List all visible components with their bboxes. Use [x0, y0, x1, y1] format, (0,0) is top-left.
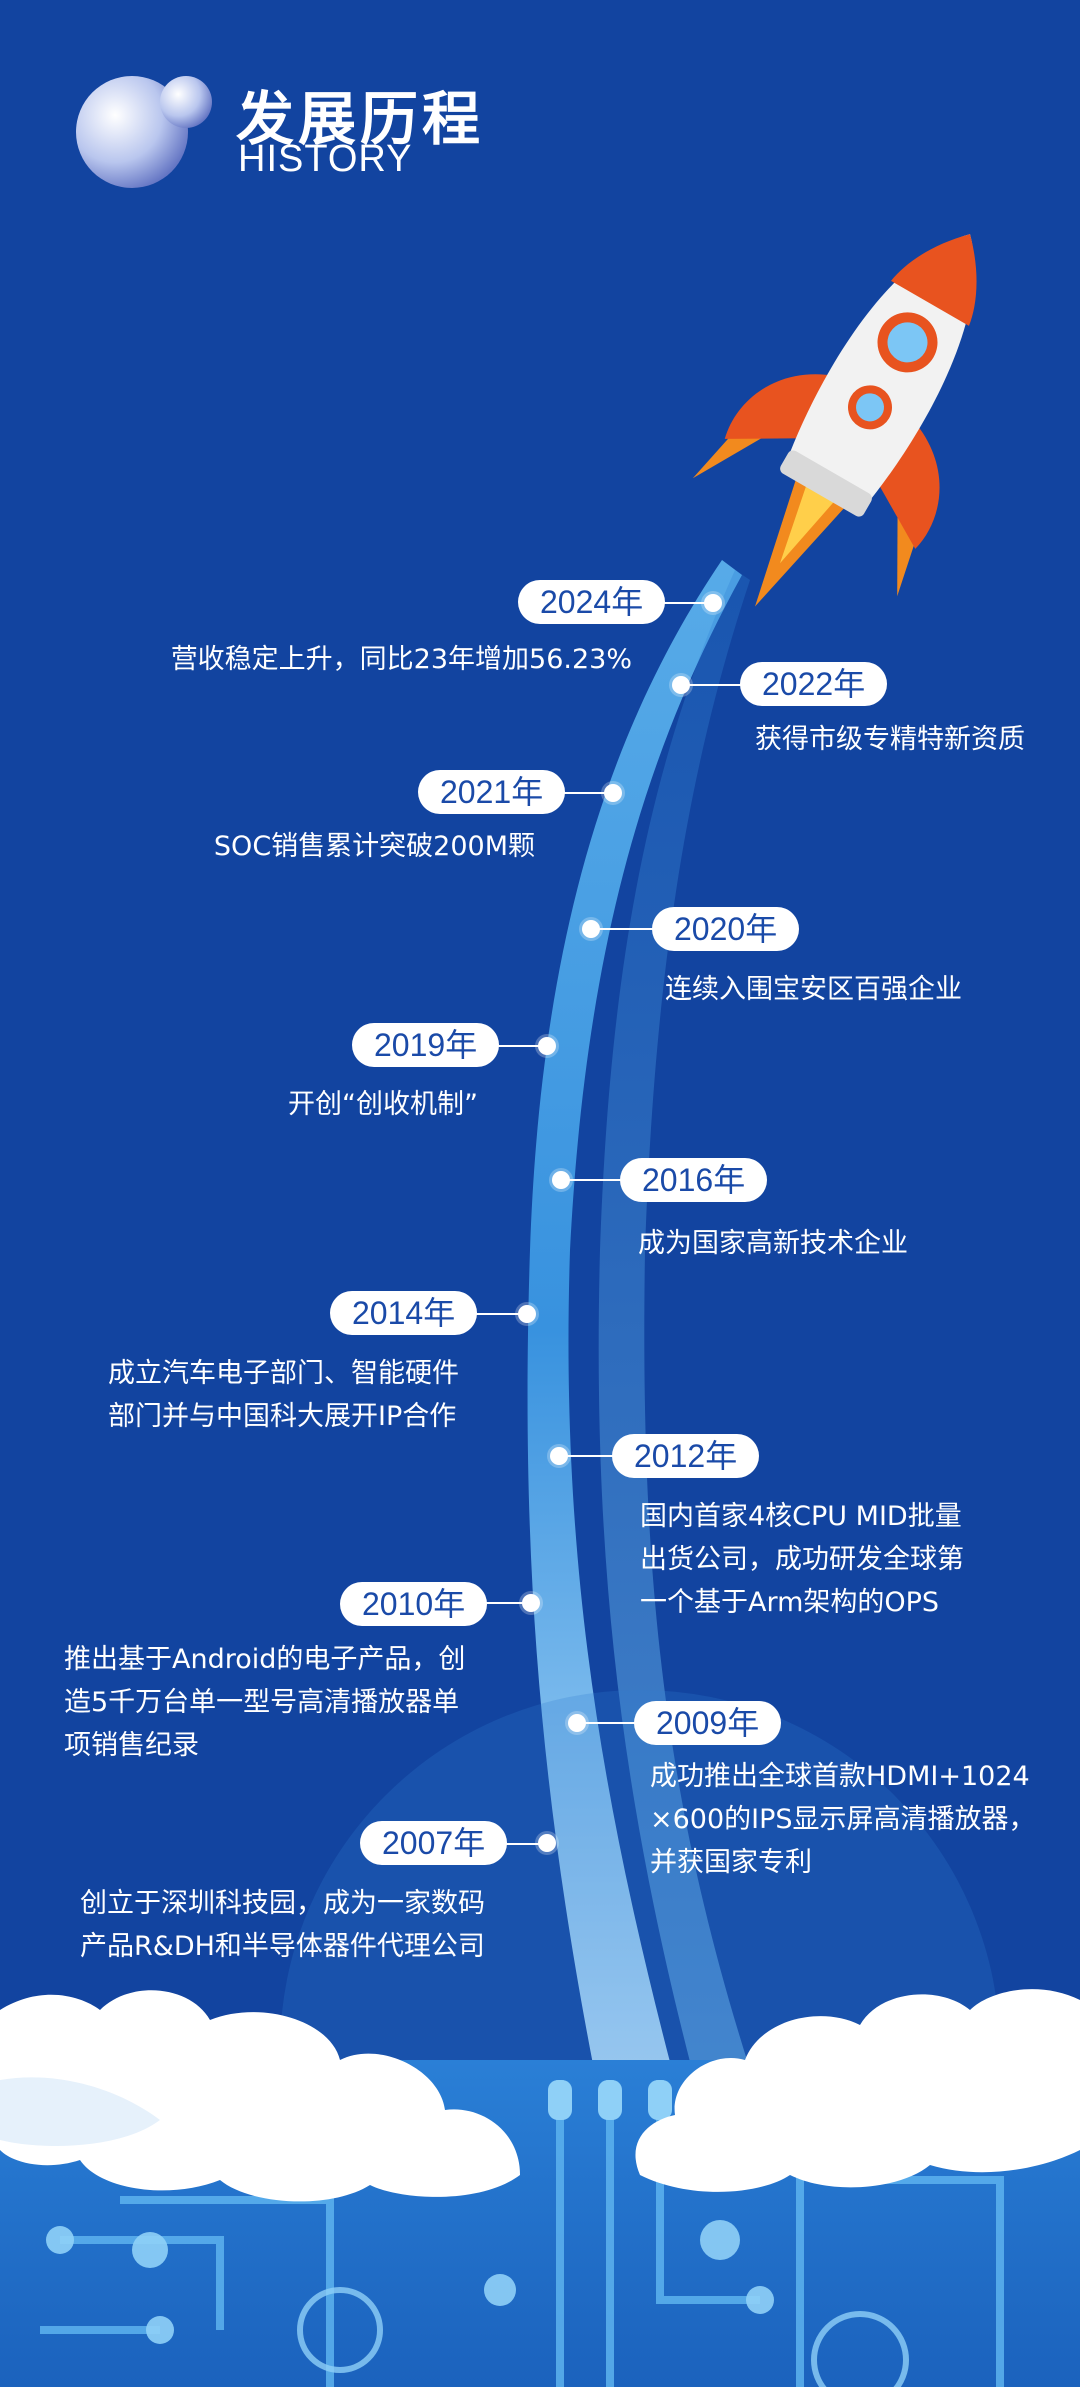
- timeline-dot: [518, 1305, 536, 1323]
- page-title: 发展历程: [236, 85, 485, 153]
- year-badge: 2007年: [360, 1821, 508, 1865]
- year-badge: 2020年: [652, 907, 800, 951]
- event-description: 获得市级专精特新资质: [755, 724, 1025, 755]
- event-description: 开创“创收机制”: [288, 1089, 478, 1120]
- year-badge: 2022年: [740, 662, 888, 706]
- connector-line: [566, 1179, 626, 1181]
- connector-line: [650, 602, 710, 604]
- cloud-left: [0, 1990, 520, 2202]
- timeline-dot: [672, 676, 690, 694]
- year-badge: 2009年: [634, 1701, 782, 1745]
- year-badge: 2010年: [340, 1582, 488, 1626]
- page-subtitle: HISTORY: [238, 138, 413, 180]
- event-description: 连续入围宝安区百强企业: [665, 974, 962, 1005]
- event-description: 成为国家高新技术企业: [638, 1228, 908, 1259]
- connector-line: [686, 684, 744, 686]
- connector-line: [550, 792, 608, 794]
- connector-line: [564, 1455, 624, 1457]
- timeline-dot: [604, 784, 622, 802]
- cloud-right: [635, 1989, 1080, 2192]
- event-description: 成功推出全球首款HDMI+1024 ×600的IPS显示屏高清播放器， 并获国家…: [650, 1761, 1036, 1878]
- timeline-dot: [568, 1714, 586, 1732]
- connector-line: [482, 1045, 544, 1047]
- timeline-dot: [550, 1447, 568, 1465]
- year-badge: 2024年: [518, 580, 666, 624]
- timeline-dot: [704, 594, 722, 612]
- event-description: 成立汽车电子部门、智能硬件 部门并与中国科大展开IP合作: [108, 1358, 459, 1432]
- year-badge: 2014年: [330, 1291, 478, 1335]
- connector-line: [492, 1843, 544, 1845]
- timeline-dot: [552, 1171, 570, 1189]
- timeline-dot: [582, 920, 600, 938]
- event-description: 国内首家4核CPU MID批量 出货公司，成功研发全球第 一个基于Arm架构的O…: [640, 1501, 964, 1618]
- event-description: 推出基于Android的电子产品，创 造5千万台单一型号高清播放器单 项销售纪录: [64, 1644, 466, 1761]
- event-description: SOC销售累计突破200M颗: [213, 831, 535, 862]
- rocket-icon: [692, 234, 977, 607]
- year-badge: 2019年: [352, 1023, 500, 1067]
- year-badge: 2012年: [612, 1434, 760, 1478]
- event-description: 创立于深圳科技园，成为一家数码 产品R&DH和半导体器件代理公司: [80, 1888, 485, 1962]
- connector-line: [462, 1313, 524, 1315]
- connector-line: [582, 1722, 640, 1724]
- timeline-dot: [522, 1594, 540, 1612]
- timeline-dot: [538, 1834, 556, 1852]
- connector-line: [596, 928, 656, 930]
- connector-line: [472, 1602, 528, 1604]
- year-badge: 2016年: [620, 1158, 768, 1202]
- event-description: 营收稳定上升，同比23年增加56.23%: [170, 644, 632, 675]
- year-badge: 2021年: [418, 770, 566, 814]
- timeline-dot: [538, 1037, 556, 1055]
- sphere-logo-icon: [76, 76, 212, 188]
